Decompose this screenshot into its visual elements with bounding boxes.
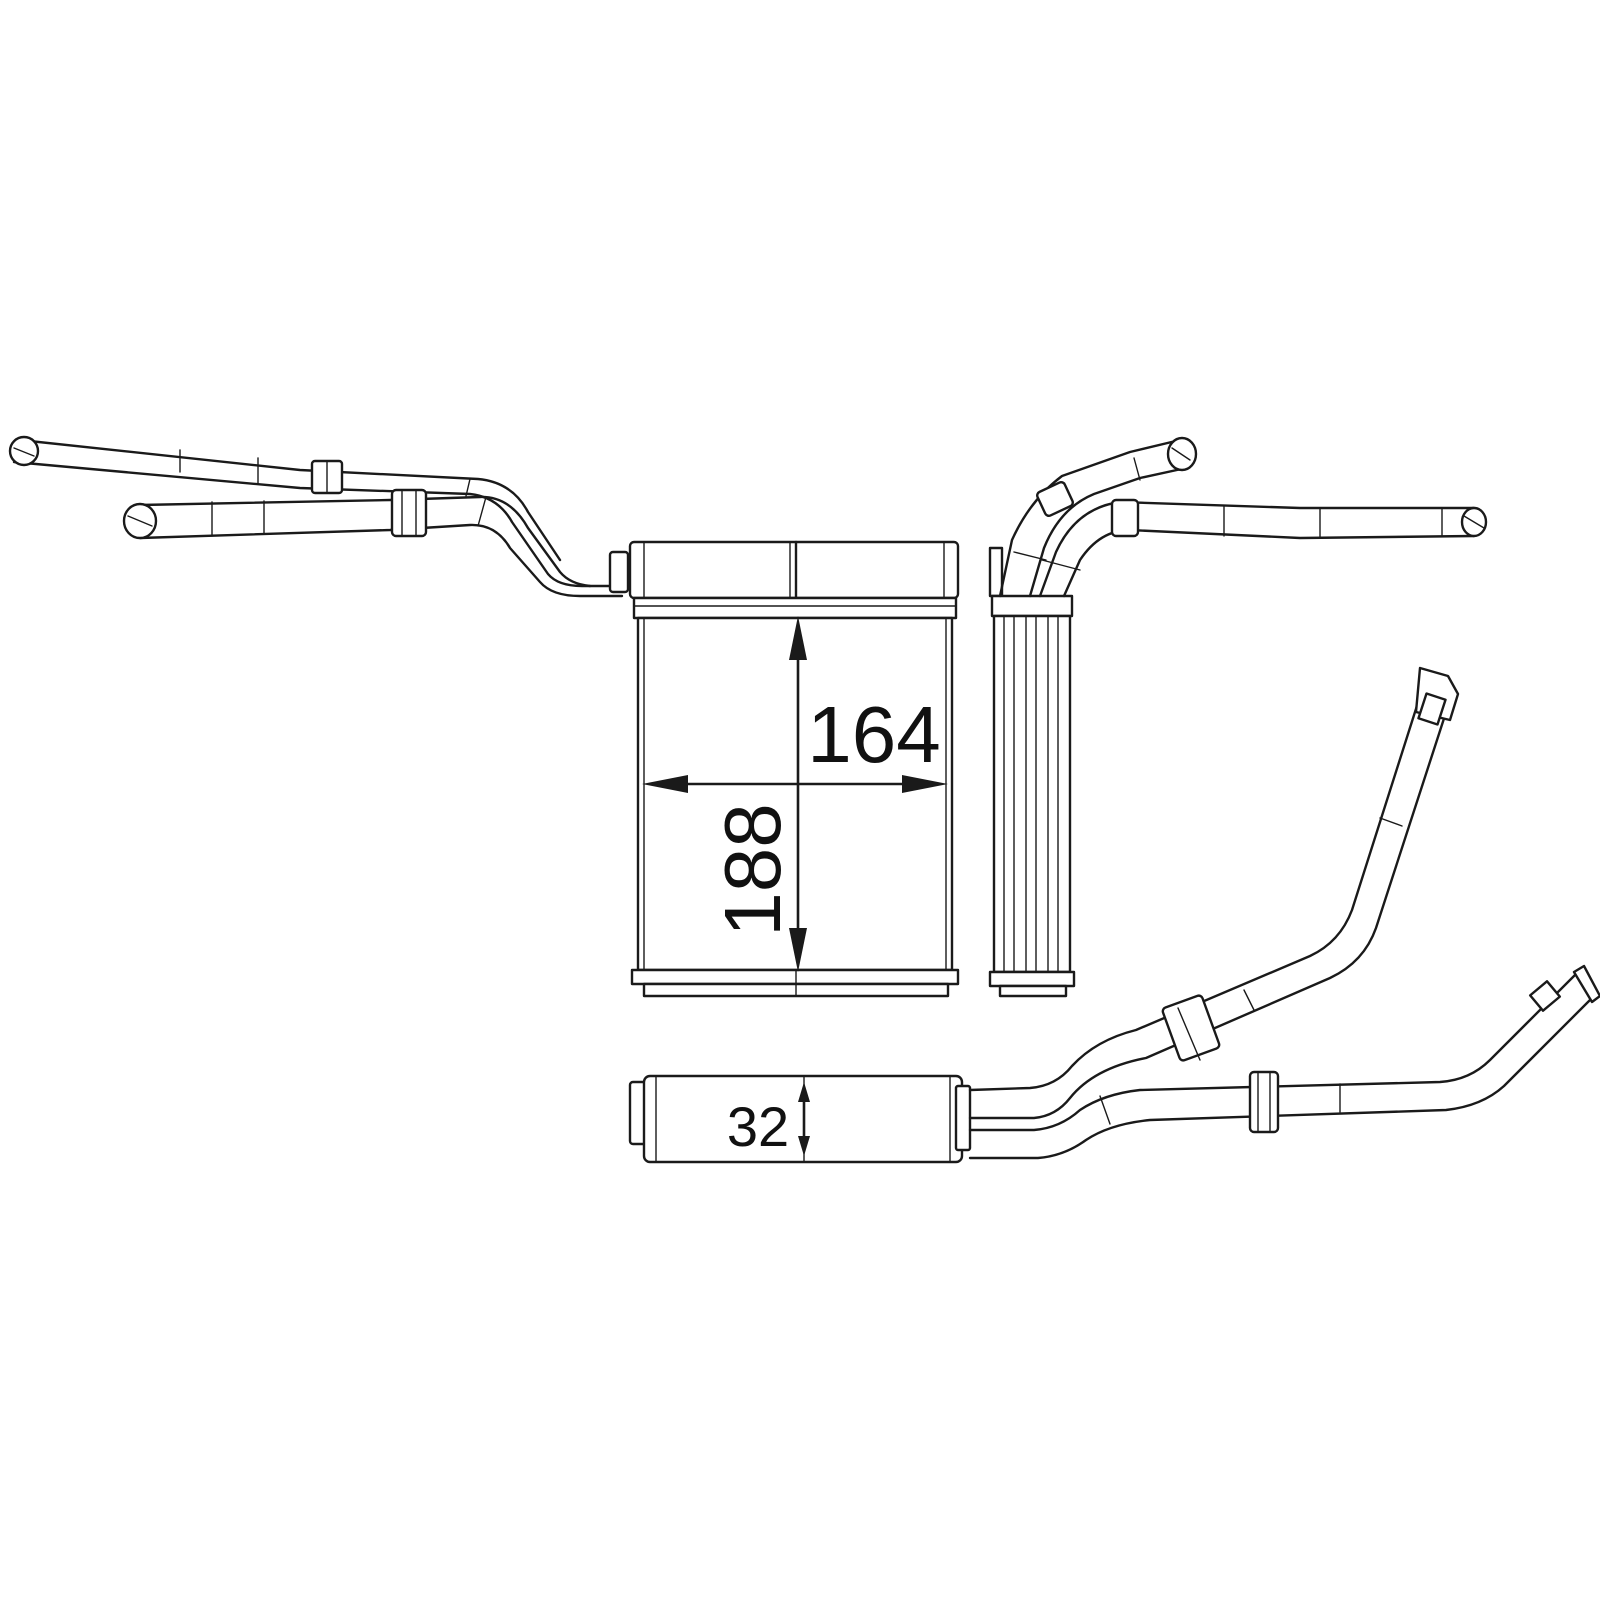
side-pipes: [998, 436, 1488, 598]
front-view: 164 188: [8, 435, 960, 998]
side-view: [988, 436, 1488, 998]
dimension-width-label: 188: [708, 803, 797, 936]
top-dimension: [798, 1082, 810, 1156]
top-lower-pipe: [968, 964, 1600, 1160]
dimension-depth-label: 32: [727, 1095, 789, 1158]
front-lower-pipe: [122, 488, 630, 598]
front-top-tank: [628, 540, 960, 600]
front-core: [630, 596, 960, 998]
front-dimensions: [642, 616, 948, 972]
top-view: 32: [628, 666, 1600, 1164]
top-upper-pipe: [968, 666, 1460, 1120]
front-upper-pipe: [8, 435, 624, 588]
top-body: [628, 1074, 972, 1164]
dimension-height-label: 164: [807, 690, 940, 779]
side-core: [988, 546, 1076, 998]
